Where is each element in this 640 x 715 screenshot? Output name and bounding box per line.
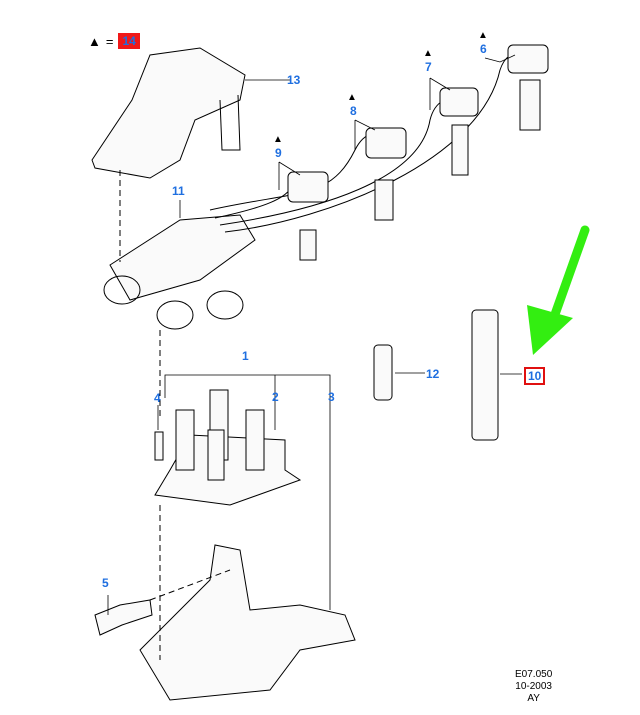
triangle-icon: ▲ (273, 134, 283, 145)
callout-2[interactable]: 2 (272, 390, 279, 404)
triangle-icon: ▲ (478, 30, 488, 41)
cover-part-13 (91, 47, 246, 179)
legend-equals: = (105, 33, 114, 49)
drawing-date: 10-2003 (515, 681, 552, 692)
callout-7[interactable]: 7 (425, 60, 432, 74)
callout-11[interactable]: 11 (172, 184, 185, 198)
callout-9[interactable]: 9 (275, 146, 282, 160)
drawing-reference: E07.050 10-2003 AY (515, 669, 552, 705)
triangle-icon: ▲ (88, 33, 101, 49)
callout-12[interactable]: 12 (426, 367, 440, 381)
callout-6[interactable]: 6 (480, 42, 487, 56)
legend: ▲ = 14 (88, 33, 140, 49)
bracket-part-3 (139, 544, 356, 701)
coil-pack-part-11 (109, 214, 256, 301)
drawing-code: E07.050 (515, 669, 553, 680)
callout-5[interactable]: 5 (102, 576, 109, 590)
callout-3[interactable]: 3 (328, 390, 335, 404)
green-arrow-indicator (527, 225, 590, 355)
callout-10-highlighted[interactable]: 10 (524, 367, 546, 385)
triangle-icon: ▲ (423, 48, 433, 59)
legend-ref-badge: 14 (118, 33, 140, 49)
drawing-revision: AY (527, 693, 540, 704)
callout-8[interactable]: 8 (350, 104, 357, 118)
callout-4[interactable]: 4 (154, 391, 161, 405)
spark-plug-part-10 (471, 309, 499, 441)
plug-lead-boots (287, 44, 549, 261)
triangle-icon: ▲ (347, 92, 357, 103)
callout-13[interactable]: 13 (287, 73, 301, 87)
callout-1[interactable]: 1 (242, 349, 249, 363)
